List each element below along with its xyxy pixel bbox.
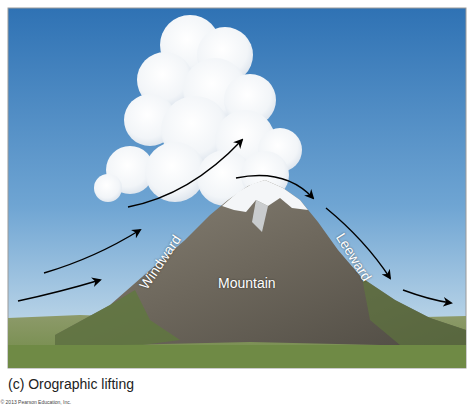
foreground: [8, 345, 466, 368]
airflow-arrows: [18, 140, 451, 303]
airflow-arrow: [236, 176, 313, 199]
forest-slope: [362, 278, 466, 350]
snow-streak: [252, 200, 268, 232]
airflow-arrow: [128, 140, 242, 207]
mountain-label: Mountain: [218, 276, 276, 290]
airflow-arrow: [44, 230, 140, 273]
cloud: [94, 15, 302, 206]
forest-slope: [55, 290, 180, 348]
sky: [8, 8, 466, 368]
airflow-arrow: [403, 290, 451, 303]
figure-caption: (c) Orographic lifting: [8, 377, 134, 391]
airflow-arrow: [18, 280, 100, 301]
copyright-notice: © 2013 Pearson Education, Inc.: [1, 400, 72, 405]
mountain: [55, 180, 466, 350]
